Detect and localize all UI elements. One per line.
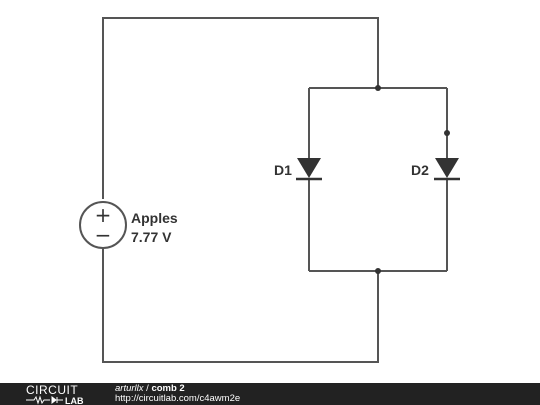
source-value-label: 7.77 V (131, 229, 172, 245)
voltage-source[interactable]: + − (79, 201, 127, 249)
circuit-title[interactable]: comb 2 (151, 383, 185, 394)
schematic-canvas: + − Apples 7.77 V D1 D2 (79, 17, 460, 363)
junction-d2 (444, 130, 450, 136)
footer-bar: CIRCUIT LAB arturllx / comb 2 http://cir… (0, 383, 540, 405)
wires (102, 17, 448, 363)
footer-author-line: arturllx / comb 2 (115, 384, 240, 394)
diode-d2-triangle (435, 158, 459, 178)
circuitlab-logo[interactable]: CIRCUIT LAB (0, 383, 110, 405)
plus-symbol: + (95, 203, 112, 227)
logo-circuit-text: CIRCUIT (26, 383, 78, 397)
logo-lab-text: LAB (65, 396, 84, 405)
author-name[interactable]: arturllx (115, 383, 144, 394)
junction-bottom (375, 268, 381, 274)
voltage-source-symbol (79, 201, 127, 249)
diode-d1-label: D1 (274, 162, 292, 178)
logo-wire-icon (26, 395, 63, 405)
diode-d1-triangle (297, 158, 321, 178)
diode-d1[interactable] (296, 158, 322, 181)
author-separator: / (143, 383, 152, 394)
wire-bottom-loop (102, 248, 379, 363)
wire-top-loop (102, 17, 379, 199)
diode-d2-label: D2 (411, 162, 429, 178)
source-name-label: Apples (131, 210, 178, 226)
minus-symbol: − (95, 223, 112, 247)
junction-top (375, 85, 381, 91)
diode-d2[interactable] (434, 158, 460, 181)
footer-url[interactable]: http://circuitlab.com/c4awm2e (115, 393, 241, 404)
footer-meta: arturllx / comb 2 http://circuitlab.com/… (115, 384, 240, 404)
